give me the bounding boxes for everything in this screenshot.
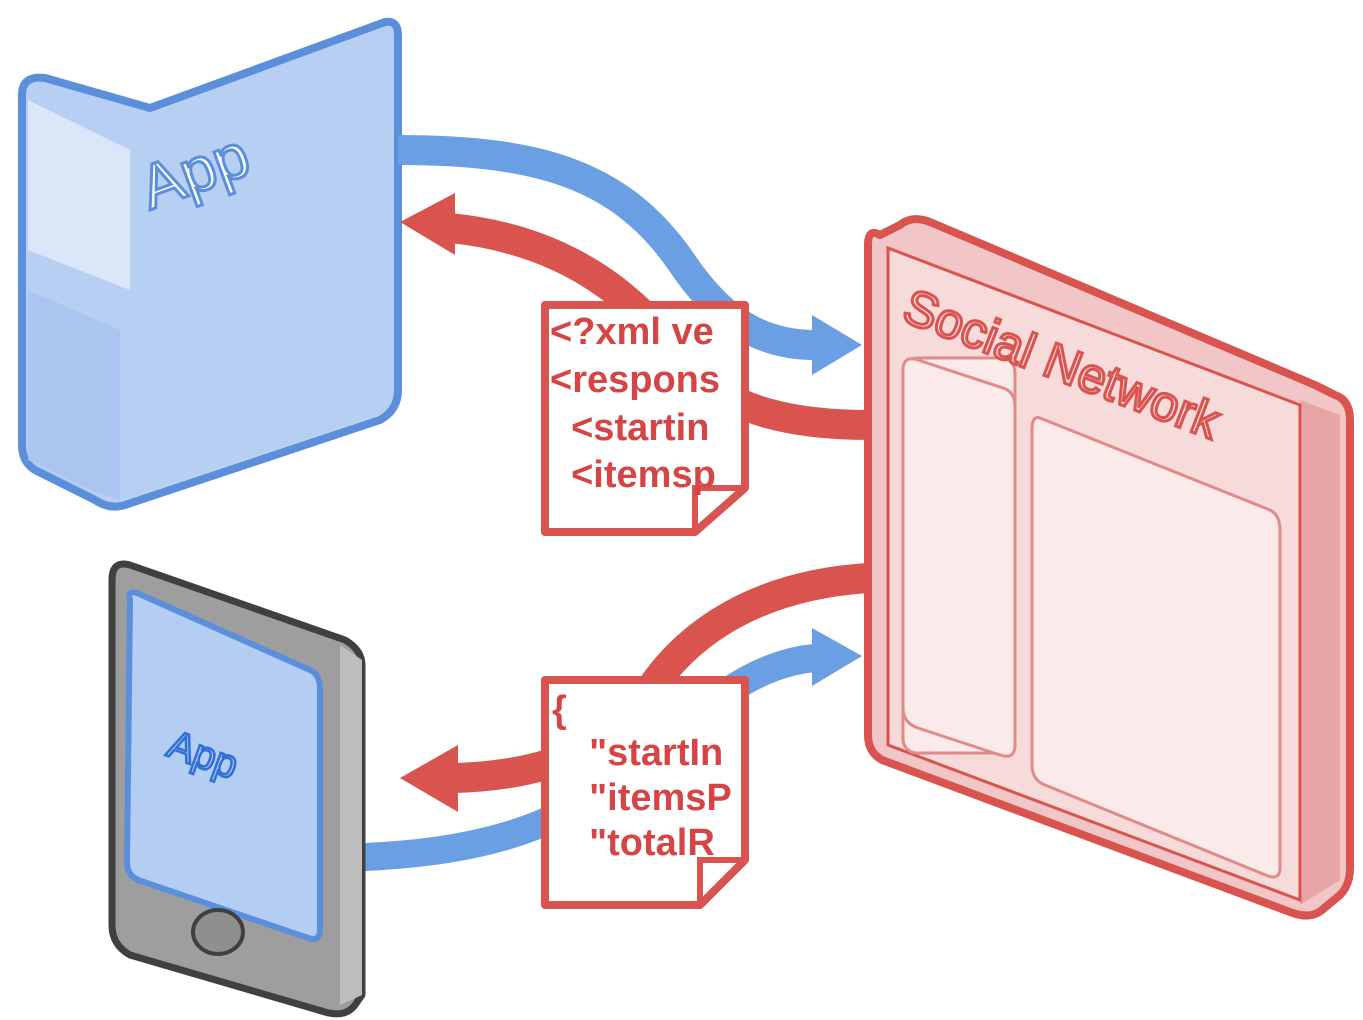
request-arrow-top xyxy=(397,135,862,375)
json-document: { "startIn "itemsP "totalR xyxy=(541,676,749,909)
json-line-1: { xyxy=(552,689,567,731)
server: App xyxy=(18,17,402,511)
json-line-3: "itemsP xyxy=(568,777,732,819)
home-button xyxy=(191,908,245,956)
xml-line-1: <?xml ve xyxy=(550,311,714,353)
xml-line-3: <startin xyxy=(550,407,709,449)
xml-document: <?xml ve <respons <startin <itemsp xyxy=(541,301,749,536)
xml-line-4: <itemsp xyxy=(550,454,716,496)
phone: App xyxy=(108,560,366,1018)
content-panel xyxy=(1030,416,1282,879)
xml-line-2: <respons xyxy=(550,359,720,401)
json-line-2: "startIn xyxy=(568,732,723,774)
social-network: Social Network xyxy=(864,215,1354,920)
json-line-4: "totalR xyxy=(568,822,715,864)
